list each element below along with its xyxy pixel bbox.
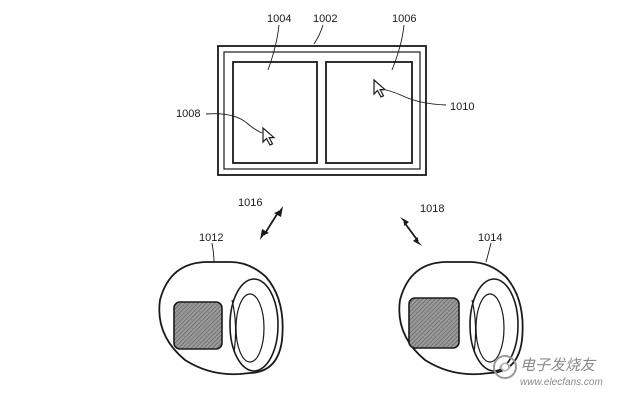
window-right [325, 61, 413, 164]
elecfans-logo-icon [493, 355, 517, 379]
leader-line-1002 [313, 24, 324, 45]
mouse-pointer-icon [262, 126, 276, 146]
leader-line-1008 [205, 113, 263, 134]
watermark-chinese-text: 电子发烧友 [520, 357, 597, 374]
leader-line-1010 [385, 89, 447, 106]
display-device: 1004 1002 1006 1008 1010 [176, 13, 474, 176]
label-1012: 1012 [199, 232, 223, 244]
watermark: 电子发烧友 www.elecfans.com [493, 355, 603, 388]
leader-line-1014 [485, 242, 492, 263]
mouse-pointer-icon [373, 78, 387, 98]
double-headed-arrow-icon [260, 206, 283, 240]
label-1004: 1004 [267, 13, 291, 25]
label-1014: 1014 [478, 232, 502, 244]
label-1016: 1016 [238, 197, 262, 209]
label-1006: 1006 [392, 13, 416, 25]
smart-ring-left: 1012 [158, 232, 284, 376]
double-headed-arrow-icon [400, 217, 422, 246]
label-1010: 1010 [450, 101, 474, 113]
window-left [232, 61, 318, 164]
display-inner-frame [223, 51, 421, 170]
label-1018: 1018 [420, 203, 444, 215]
leader-line-1012 [211, 242, 215, 263]
leader-line-1004 [267, 24, 280, 71]
ring-sensor-pad [173, 301, 223, 350]
leader-line-1006 [391, 24, 405, 71]
label-1002: 1002 [313, 13, 337, 25]
ring-sensor-pad [408, 297, 460, 349]
label-1008: 1008 [176, 108, 200, 120]
display-outer-frame [217, 45, 427, 176]
watermark-url-text: www.elecfans.com [520, 377, 603, 388]
smart-ring-right: 1014 [398, 232, 524, 376]
